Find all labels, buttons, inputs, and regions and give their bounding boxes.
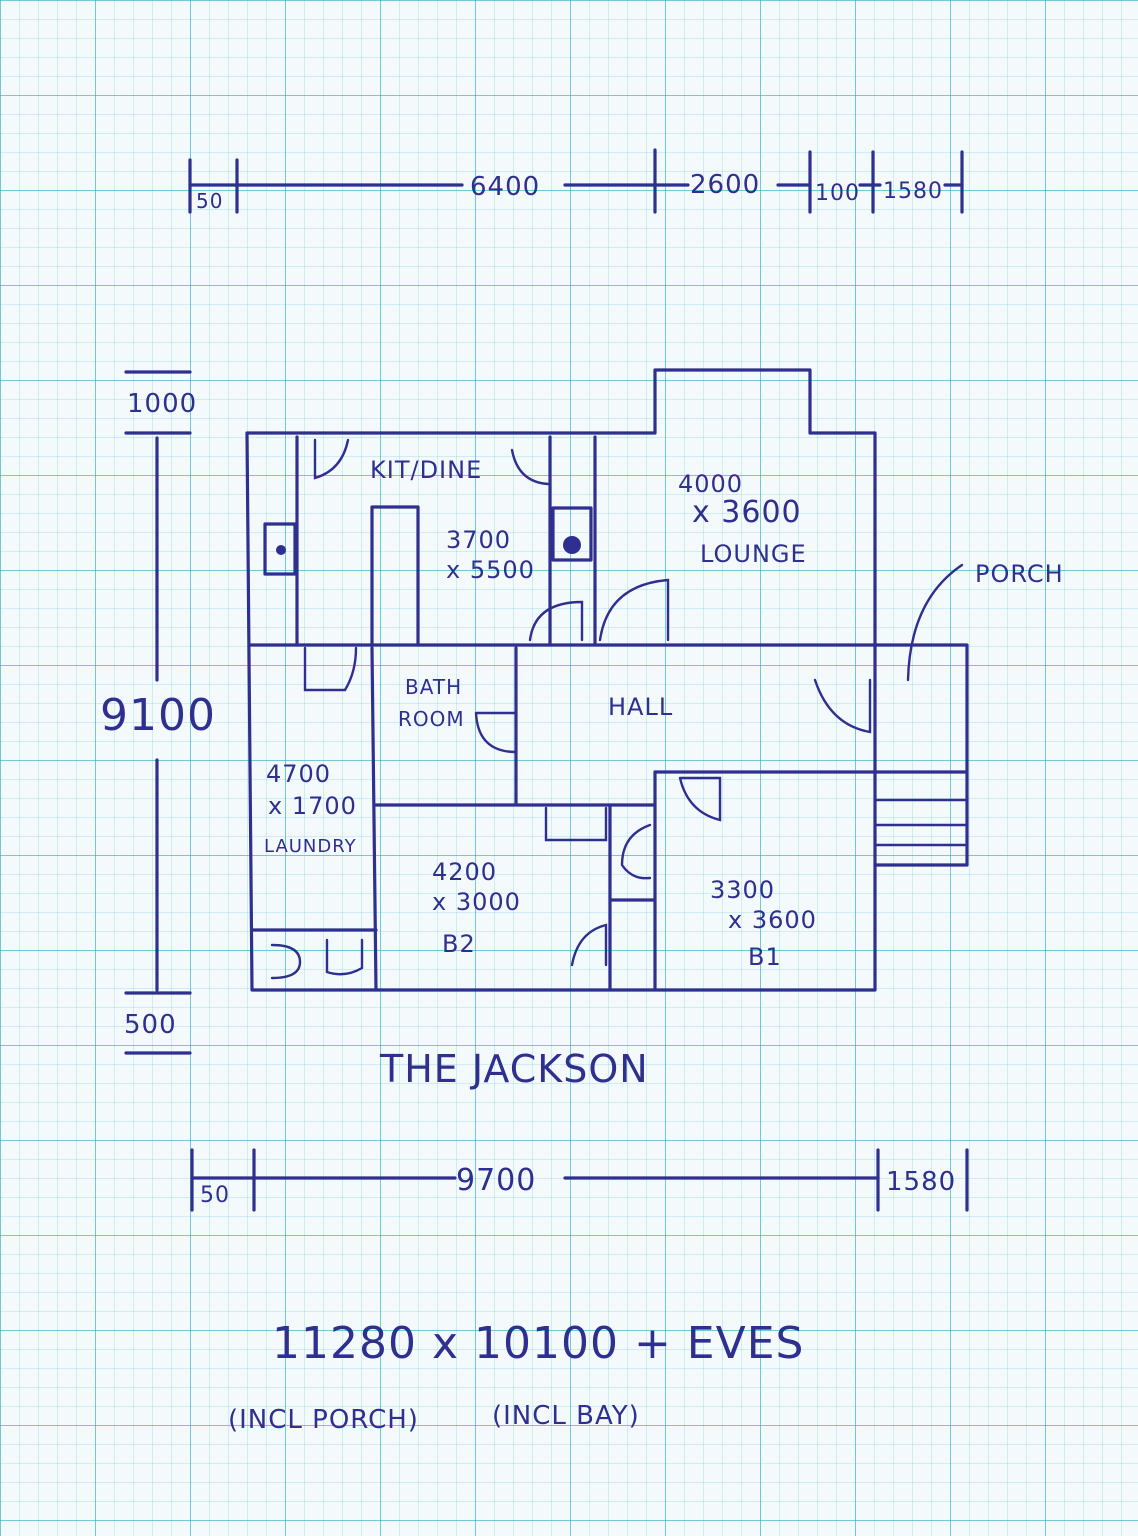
left-dim-9100: 9100 xyxy=(100,690,216,741)
top-dim-50: 50 xyxy=(196,189,223,213)
overall-size: 11280 x 10100 + EVES xyxy=(272,1318,804,1369)
bottom-dim-1580: 1580 xyxy=(886,1167,956,1197)
hall-label: HALL xyxy=(608,693,673,721)
bathroom-label-a: BATH xyxy=(405,675,462,699)
interior-walls xyxy=(248,435,877,992)
top-dim-100: 100 xyxy=(815,181,860,206)
b1-size-b: x 3600 xyxy=(728,906,817,934)
porch-label: PORCH xyxy=(975,560,1064,588)
laundry-label: LAUNDRY xyxy=(264,836,357,857)
door-swings xyxy=(270,438,964,980)
b2-label: B2 xyxy=(442,930,476,958)
laundry-size-a: 4700 xyxy=(266,760,331,788)
top-dim-2600: 2600 xyxy=(690,170,760,200)
b1-size-a: 3300 xyxy=(710,876,775,904)
b2-size-a: 4200 xyxy=(432,858,497,886)
bottom-dim-9700: 9700 xyxy=(456,1163,536,1198)
top-dim-1580: 1580 xyxy=(883,179,943,204)
bottom-dim-50: 50 xyxy=(200,1183,230,1208)
b2-size-b: x 3000 xyxy=(432,888,521,916)
top-dimension-line xyxy=(188,148,964,214)
b1-label: B1 xyxy=(748,943,782,971)
note-incl-bay: (INCL BAY) xyxy=(492,1401,640,1431)
kitchen-size-a: 3700 xyxy=(446,526,511,554)
bathroom-label-b: ROOM xyxy=(398,707,465,731)
note-incl-porch: (INCL PORCH) xyxy=(228,1405,419,1435)
heater-icon xyxy=(563,536,581,554)
stove-icon xyxy=(276,545,286,555)
lounge-size-b: x 3600 xyxy=(692,495,802,530)
top-dim-6400: 6400 xyxy=(470,172,540,202)
porch-steps xyxy=(873,798,967,847)
drawing-title: THE JACKSON xyxy=(379,1047,649,1091)
left-dimension-line xyxy=(124,370,192,1055)
left-dim-1000: 1000 xyxy=(127,389,197,419)
lounge-label: LOUNGE xyxy=(700,540,807,568)
left-dim-500: 500 xyxy=(124,1010,177,1040)
kitchen-size-b: x 5500 xyxy=(446,556,535,584)
kitchen-label: KIT/DINE xyxy=(370,456,482,484)
bottom-dimension-line xyxy=(190,1148,969,1212)
lounge-size-a: 4000 xyxy=(678,470,743,498)
laundry-size-b: x 1700 xyxy=(268,792,357,820)
outer-walls xyxy=(245,368,969,992)
